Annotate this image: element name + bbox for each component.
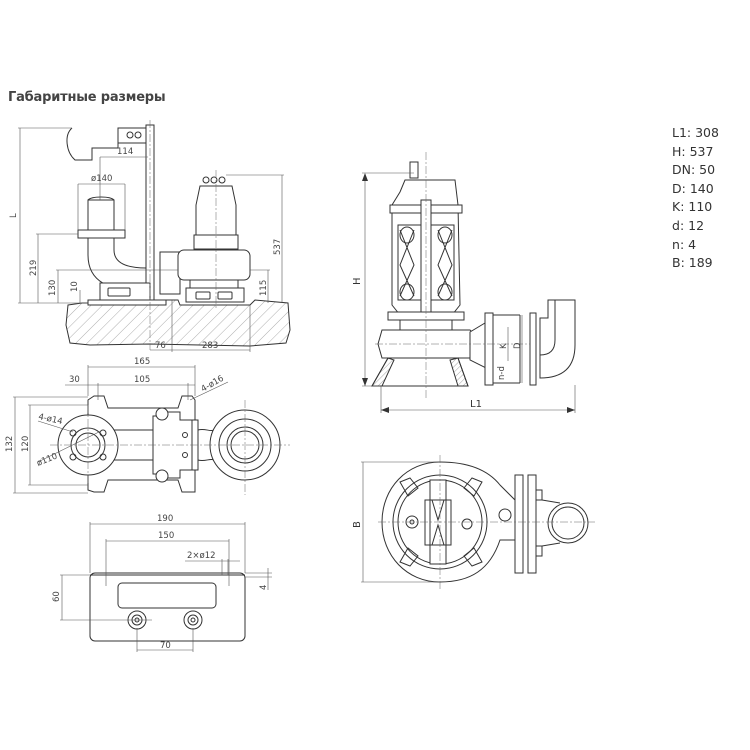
dim-537: 537 bbox=[273, 239, 283, 255]
dim-115: 115 bbox=[259, 280, 269, 296]
dim-76: 76 bbox=[155, 341, 166, 351]
dim-150: 150 bbox=[158, 531, 174, 541]
spec-h: H: 537 bbox=[672, 143, 714, 159]
section-title: Габаритные размеры bbox=[8, 90, 166, 105]
elbow-pipe bbox=[87, 238, 147, 291]
dim-10: 10 bbox=[70, 281, 80, 292]
dim-283: 283 bbox=[202, 341, 218, 351]
spec-n: n: 4 bbox=[672, 236, 697, 252]
dim-4: 4 bbox=[259, 585, 269, 590]
installation-view: L 114 ø140 219 130 10 537 115 76 283 bbox=[9, 120, 291, 352]
dim-110: ø110 bbox=[35, 451, 59, 468]
dim-140: ø140 bbox=[91, 174, 112, 184]
stator-windings bbox=[399, 226, 453, 301]
dim-h: H bbox=[352, 277, 363, 285]
dim-219: 219 bbox=[29, 260, 39, 276]
pump-stand bbox=[185, 287, 245, 303]
bottom-view: B bbox=[352, 455, 595, 590]
guide-bracket bbox=[117, 127, 147, 144]
spec-b: B: 189 bbox=[672, 255, 713, 271]
dim-132: 132 bbox=[5, 436, 15, 452]
dim-k: K bbox=[499, 343, 509, 349]
dim-120: 120 bbox=[21, 436, 31, 452]
dim-105: 105 bbox=[134, 375, 150, 385]
spec-d-outer: D: 140 bbox=[672, 180, 714, 196]
section-view: H L1 K D n-d bbox=[352, 152, 576, 413]
spec-d-hole: d: 12 bbox=[672, 217, 705, 233]
discharge-elbow bbox=[539, 299, 576, 379]
dim-30: 30 bbox=[69, 375, 80, 385]
dim-70: 70 bbox=[160, 641, 171, 651]
dim-l1: L1 bbox=[470, 399, 482, 410]
spec-l1: L1: 308 bbox=[672, 125, 719, 140]
discharge-pipe bbox=[547, 502, 589, 544]
spec-list: L1: 308 H: 537 DN: 50 D: 140 K: 110 d: 1… bbox=[672, 124, 719, 273]
dim-l: L bbox=[9, 213, 19, 218]
label-4x14: 4-ø14 bbox=[37, 412, 63, 427]
label-2x12: 2×ø12 bbox=[187, 551, 216, 561]
concrete-foundation bbox=[65, 299, 291, 347]
label-4x16: 4-ø16 bbox=[200, 374, 226, 395]
flange-a bbox=[514, 474, 524, 574]
dim-190: 190 bbox=[157, 514, 173, 524]
dim-b: B bbox=[352, 521, 363, 528]
dim-n-d: n-d bbox=[497, 366, 507, 380]
discharge-pipe-top bbox=[66, 127, 119, 161]
spec-dn: DN: 50 bbox=[672, 162, 716, 178]
pump-volute bbox=[177, 249, 251, 281]
plate-slot bbox=[117, 582, 217, 609]
dim-165: 165 bbox=[134, 357, 150, 367]
pipe-flange bbox=[77, 229, 126, 239]
dim-114: 114 bbox=[117, 147, 133, 157]
dim-60: 60 bbox=[52, 591, 62, 602]
base-plate-view: 190 150 2×ø12 60 4 70 bbox=[52, 514, 272, 652]
dim-d-outer: D bbox=[513, 342, 523, 349]
spec-k: K: 110 bbox=[672, 199, 713, 215]
flange-b bbox=[527, 474, 537, 574]
discharge-flange bbox=[484, 312, 494, 386]
dim-130: 130 bbox=[48, 280, 58, 296]
top-view: 165 30 105 4-ø16 132 120 4-ø14 ø110 bbox=[5, 357, 290, 495]
